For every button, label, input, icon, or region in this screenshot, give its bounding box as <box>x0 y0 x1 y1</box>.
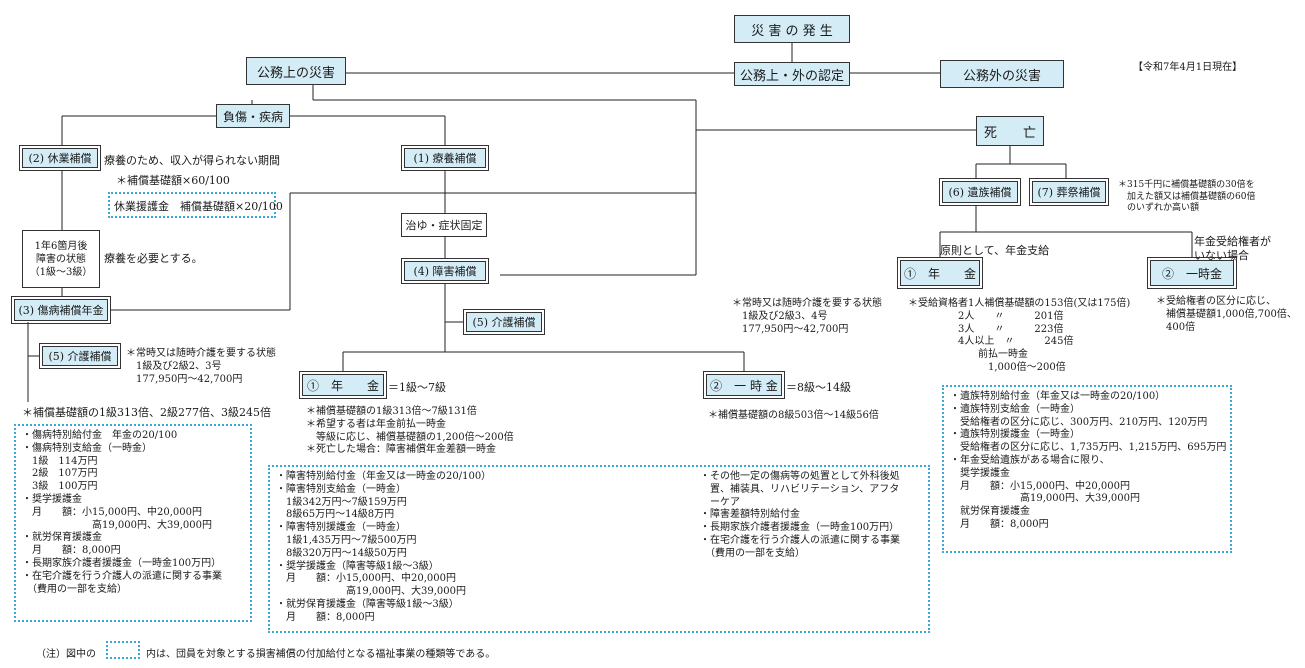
leave-compensation-box: (2) 休業補償 <box>19 145 101 171</box>
footnote-prefix: （注）図中の <box>36 649 96 660</box>
cure-fixed-box: 治ゆ・症状固定 <box>401 213 487 237</box>
disability-lump-sum-box: ② 一 時 金 <box>703 371 785 399</box>
disability-compensation-box: (4) 障害補償 <box>401 258 489 284</box>
annuity-grade-range: ＝1級～7級 <box>388 381 446 394</box>
middle-care-description: ＊常時又は随時介護を要する状態 1級及び2級3、4号 177,950円～42,7… <box>732 298 882 335</box>
off-duty-disaster-box: 公務外の災害 <box>940 60 1064 88</box>
disability-annuity-box: ① 年 金 <box>299 371 387 399</box>
medical-compensation-box: (1) 療養補償 <box>401 145 489 171</box>
survivor-lump-notes: ＊受給権者の区分に応じ、 補償基礎額1,000倍,700倍、 400倍 <box>1156 296 1297 333</box>
right-welfare-text: ・遺族特別給付金（年金又は一時金の20/100） ・遺族特別支給金（一時金） 受… <box>950 391 1227 530</box>
footnote-legend-box <box>106 641 140 659</box>
funeral-compensation-box: (7) 葬祭補償 <box>1029 178 1109 206</box>
left-care-compensation-box: (5) 介護補償 <box>39 343 121 369</box>
pension-amount: ＊補償基礎額の1級313倍、2級277倍、3級245倍 <box>22 406 271 419</box>
disaster-occurrence-box: 災 害 の 発 生 <box>734 15 850 43</box>
leave-aid-welfare-box <box>108 192 276 218</box>
injury-illness-box: 負傷・疾病 <box>216 104 290 128</box>
principle-annuity-label: 原則として、年金支給 <box>940 244 1050 257</box>
middle-welfare-box <box>268 465 930 633</box>
status-note: 療養を必要とする。 <box>104 252 203 265</box>
survivor-lump-sum-box: ② 一時金 <box>1147 257 1237 289</box>
footnote-text: 内は、団員を対象とする損害補償の付加給付となる福祉事業の種類等である。 <box>146 649 496 660</box>
right-welfare-box <box>942 385 1232 553</box>
survivor-annuity-notes: ＊受給資格者1人補償基礎額の153倍(又は175倍) 2人 〃 201倍 3人 … <box>908 298 1131 373</box>
no-heir-label: 年金受給権者が いない場合 <box>1194 235 1271 263</box>
date-note: 【令和7年4月1日現在】 <box>1133 62 1243 73</box>
disability-annuity-notes: ＊補償基礎額の1級313倍～7級131倍 ＊希望する者は年金前払一時金 等級に応… <box>306 406 514 456</box>
leave-amount: ＊補償基礎額×60/100 <box>116 174 230 187</box>
disability-status-box: 1年6箇月後 障害の状態 （1級～3級） <box>22 230 100 288</box>
left-care-description: ＊常時又は随時介護を要する状態 1級及び2級2、3号 177,950円～42,7… <box>126 348 276 385</box>
middle-welfare-left-text: ・障害特別給付金（年金又は一時金の20/100） ・障害特別支給金（一時金） 1… <box>276 471 492 623</box>
on-off-duty-approval-box: 公務上・外の認定 <box>734 62 850 86</box>
on-duty-disaster-box: 公務上の災害 <box>246 57 346 85</box>
middle-welfare-right-text: ・その他一定の傷病等の処置として外科後処 置、補装具、リハビリテーション、アフタ… <box>700 471 900 559</box>
leave-aid-text: 休業援護金 補償基礎額×20/100 <box>114 200 283 213</box>
left-welfare-box <box>14 424 252 622</box>
left-welfare-text: ・傷病特別給付金 年金の20/100 ・傷病特別支給金（一時金） 1級 114万… <box>22 430 222 595</box>
survivor-annuity-box: ① 年 金 <box>897 257 983 289</box>
survivor-compensation-box: (6) 遺族補償 <box>939 178 1021 206</box>
death-box: 死 亡 <box>976 116 1044 146</box>
leave-description: 療養のため、収入が得られない期間 <box>104 154 280 167</box>
injury-pension-box: (3) 傷病補償年金 <box>11 296 111 324</box>
funeral-note: ＊315千円に補償基礎額の30倍を 加えた額又は補償基礎額の60倍 のいずれか高… <box>1118 180 1256 214</box>
disability-lump-note: ＊補償基礎額の8級503倍～14級56倍 <box>708 410 879 421</box>
lump-grade-range: ＝8級～14級 <box>786 381 851 394</box>
middle-care-compensation-box: (5) 介護補償 <box>463 309 545 335</box>
